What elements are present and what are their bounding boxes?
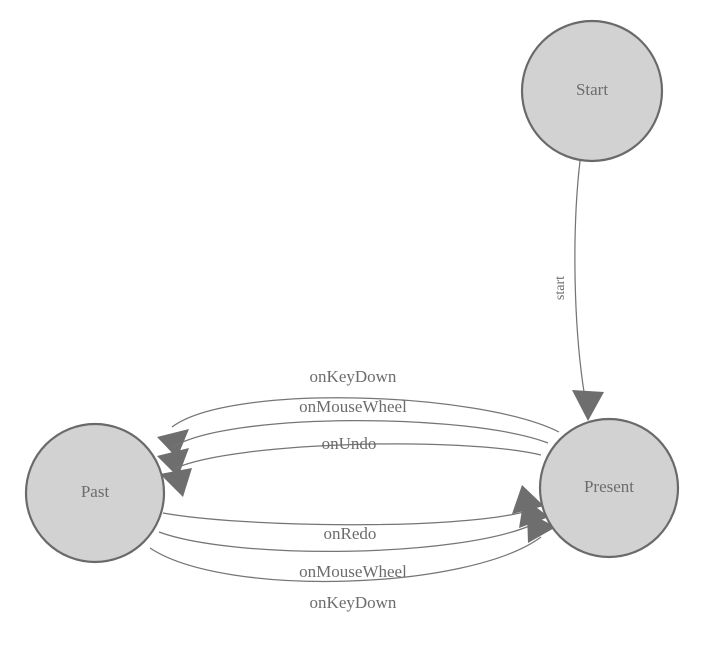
edge-label-present-past-onkeydown: onKeyDown <box>310 367 397 386</box>
edge-past-to-present-onredo-path <box>162 510 529 526</box>
node-present[interactable]: Present <box>538 417 680 559</box>
edge-start-to-present[interactable]: start <box>553 160 604 421</box>
edge-past-to-present-onkeydown[interactable]: onKeyDown <box>149 512 556 612</box>
node-present-circle <box>538 417 680 559</box>
arrow-head-into-past-2 <box>157 448 189 477</box>
edge-label-past-present-onmousewheel: onMouseWheel <box>299 562 407 581</box>
node-start-label: Start <box>576 80 608 99</box>
arrow-head-into-past-1 <box>157 429 189 458</box>
node-present-label: Present <box>584 477 634 496</box>
edge-label-past-present-onredo: onRedo <box>324 524 377 543</box>
arrow-head-into-present-2 <box>519 498 549 528</box>
edge-present-to-past-onmousewheel-path <box>172 420 549 448</box>
edge-present-to-past-onkeydown[interactable]: onKeyDown <box>157 367 560 458</box>
edge-present-to-past-onundo[interactable]: onUndo <box>160 434 542 497</box>
arrow-head-into-present-3 <box>527 512 556 543</box>
edge-label-present-past-onmousewheel: onMouseWheel <box>299 397 407 416</box>
arrow-head-into-present-top <box>572 390 604 421</box>
node-start-circle <box>520 19 664 163</box>
arrow-head-into-past-3 <box>160 468 192 497</box>
edge-label-start: start <box>553 276 568 300</box>
edge-present-to-past-onundo-path <box>175 443 542 469</box>
edge-past-to-present-onkeydown-path <box>149 536 542 583</box>
edge-present-to-past-onmousewheel[interactable]: onMouseWheel <box>157 397 549 477</box>
edge-past-to-present-onredo[interactable]: onRedo <box>162 485 544 543</box>
node-past-label: Past <box>81 482 110 501</box>
node-past-circle <box>24 422 166 564</box>
edge-past-to-present-onmousewheel[interactable]: onMouseWheel <box>158 498 549 581</box>
edge-past-to-present-onmousewheel-path <box>158 523 535 553</box>
node-past[interactable]: Past <box>24 422 166 564</box>
edge-label-past-present-onkeydown: onKeyDown <box>310 593 397 612</box>
edge-present-to-past-onkeydown-path <box>171 397 560 433</box>
edge-start-to-present-path <box>574 160 587 405</box>
node-start[interactable]: Start <box>520 19 664 163</box>
arrow-head-into-present-1 <box>512 485 544 514</box>
edge-label-present-past-onundo: onUndo <box>322 434 377 453</box>
